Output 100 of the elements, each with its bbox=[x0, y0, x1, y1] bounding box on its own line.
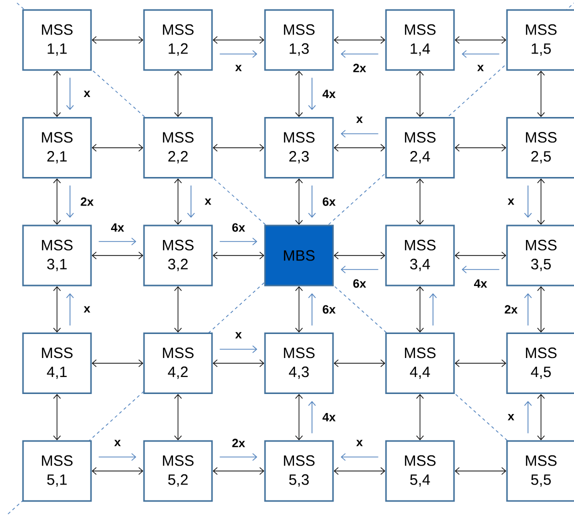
station-box: MSS 1,4 bbox=[385, 9, 455, 71]
edge-label: x bbox=[234, 331, 243, 340]
edge-label: 4x bbox=[321, 412, 337, 422]
station-box: MSS 5,5 bbox=[506, 440, 574, 502]
link-arrow bbox=[454, 144, 506, 152]
link-arrow bbox=[334, 144, 386, 152]
link-arrow bbox=[92, 252, 144, 260]
link-arrow bbox=[212, 36, 264, 44]
flow-arrow bbox=[340, 266, 379, 274]
station-box: MSS 5,2 bbox=[143, 440, 213, 502]
link-arrow bbox=[334, 359, 386, 368]
link-arrow bbox=[334, 467, 386, 475]
flow-arrow bbox=[219, 50, 258, 58]
link-arrow bbox=[416, 178, 424, 225]
station-box: MSS 4,5 bbox=[506, 332, 574, 394]
flow-arrow bbox=[340, 130, 379, 138]
flow-arrow bbox=[429, 293, 437, 326]
station-box: MSS 4,4 bbox=[385, 332, 455, 394]
edge-label: x bbox=[355, 116, 364, 124]
link-arrow bbox=[212, 144, 264, 152]
edge-label: x bbox=[355, 438, 364, 448]
link-arrow bbox=[454, 252, 506, 260]
station-box: MSS 5,3 bbox=[264, 440, 334, 502]
link-arrow bbox=[174, 394, 182, 440]
edge-label: 2x bbox=[79, 196, 95, 207]
station-box: MSS 4,1 bbox=[22, 332, 92, 394]
flow-arrow bbox=[524, 401, 532, 434]
link-arrow bbox=[174, 286, 182, 332]
edge-label: x bbox=[82, 305, 92, 314]
link-arrow bbox=[295, 178, 303, 225]
link-arrow bbox=[537, 286, 545, 332]
link-arrow bbox=[454, 467, 506, 475]
station-box: MSS 4,3 bbox=[264, 332, 334, 394]
edge-label: x bbox=[506, 197, 516, 206]
link-arrow bbox=[212, 252, 264, 260]
link-arrow bbox=[92, 359, 144, 368]
edge-label: x bbox=[204, 197, 212, 206]
flow-arrow bbox=[308, 77, 316, 110]
link-arrow bbox=[92, 467, 144, 475]
edge-label: 4x bbox=[321, 88, 337, 99]
link-arrow bbox=[53, 178, 61, 225]
link-arrow bbox=[537, 70, 545, 117]
link-arrow bbox=[334, 252, 386, 260]
link-arrow bbox=[212, 467, 264, 475]
edge-label: 2x bbox=[230, 438, 246, 448]
edge-label: x bbox=[506, 412, 516, 422]
station-box: MSS 3,1 bbox=[22, 224, 92, 286]
station-box: MSS 3,2 bbox=[143, 224, 213, 286]
flow-arrow bbox=[219, 238, 258, 246]
link-arrow bbox=[416, 70, 424, 117]
station-box: MSS 3,4 bbox=[385, 224, 455, 286]
edge-label: x bbox=[234, 64, 243, 72]
station-box: MSS 2,3 bbox=[264, 117, 334, 178]
flow-arrow bbox=[219, 453, 258, 461]
link-arrow bbox=[295, 70, 303, 117]
station-box: MSS 2,1 bbox=[22, 117, 92, 178]
edge-label: x bbox=[82, 90, 92, 98]
edge-label: 2x bbox=[352, 62, 368, 74]
link-arrow bbox=[92, 144, 144, 152]
edge-label: 6x bbox=[321, 304, 337, 315]
link-arrow bbox=[454, 359, 506, 368]
station-box: MSS 1,2 bbox=[143, 9, 213, 71]
link-arrow bbox=[537, 394, 545, 440]
flow-arrow bbox=[462, 50, 500, 58]
flow-arrow bbox=[66, 293, 74, 326]
link-arrow bbox=[53, 286, 61, 332]
station-box: MSS 5,4 bbox=[385, 440, 455, 502]
edge-label: 6x bbox=[230, 222, 246, 233]
link-arrow bbox=[454, 36, 506, 44]
flow-arrow bbox=[308, 185, 316, 218]
edge-label: x bbox=[113, 438, 122, 448]
flow-arrow bbox=[340, 50, 379, 58]
link-arrow bbox=[174, 70, 182, 117]
edge-label: 6x bbox=[321, 196, 337, 207]
flow-arrow bbox=[308, 401, 316, 434]
flow-arrow bbox=[187, 185, 195, 218]
station-box: MSS 1,5 bbox=[506, 9, 574, 71]
flow-arrow bbox=[98, 238, 136, 246]
flow-arrow bbox=[66, 185, 74, 218]
link-arrow bbox=[295, 286, 303, 332]
station-box: MSS 3,5 bbox=[506, 224, 574, 286]
link-arrow bbox=[537, 178, 545, 225]
edge-label: 2x bbox=[503, 304, 519, 315]
edge-label: x bbox=[476, 64, 485, 72]
flow-arrow bbox=[524, 185, 532, 218]
link-arrow bbox=[53, 394, 61, 440]
station-box: MSS 2,4 bbox=[385, 117, 455, 178]
flow-arrow bbox=[66, 77, 74, 110]
station-box: MSS 2,5 bbox=[506, 117, 574, 178]
link-arrow bbox=[174, 178, 182, 225]
flow-arrow bbox=[98, 453, 136, 461]
link-arrow bbox=[92, 36, 144, 44]
flow-arrow bbox=[219, 345, 258, 354]
station-box: MSS 4,2 bbox=[143, 332, 213, 394]
link-arrow bbox=[334, 36, 386, 44]
edge-label: 6x bbox=[352, 278, 368, 289]
edge-label: 4x bbox=[472, 278, 488, 289]
station-box: MSS 1,1 bbox=[22, 9, 92, 71]
edge-label: 4x bbox=[110, 222, 126, 233]
flow-arrow bbox=[524, 293, 532, 326]
